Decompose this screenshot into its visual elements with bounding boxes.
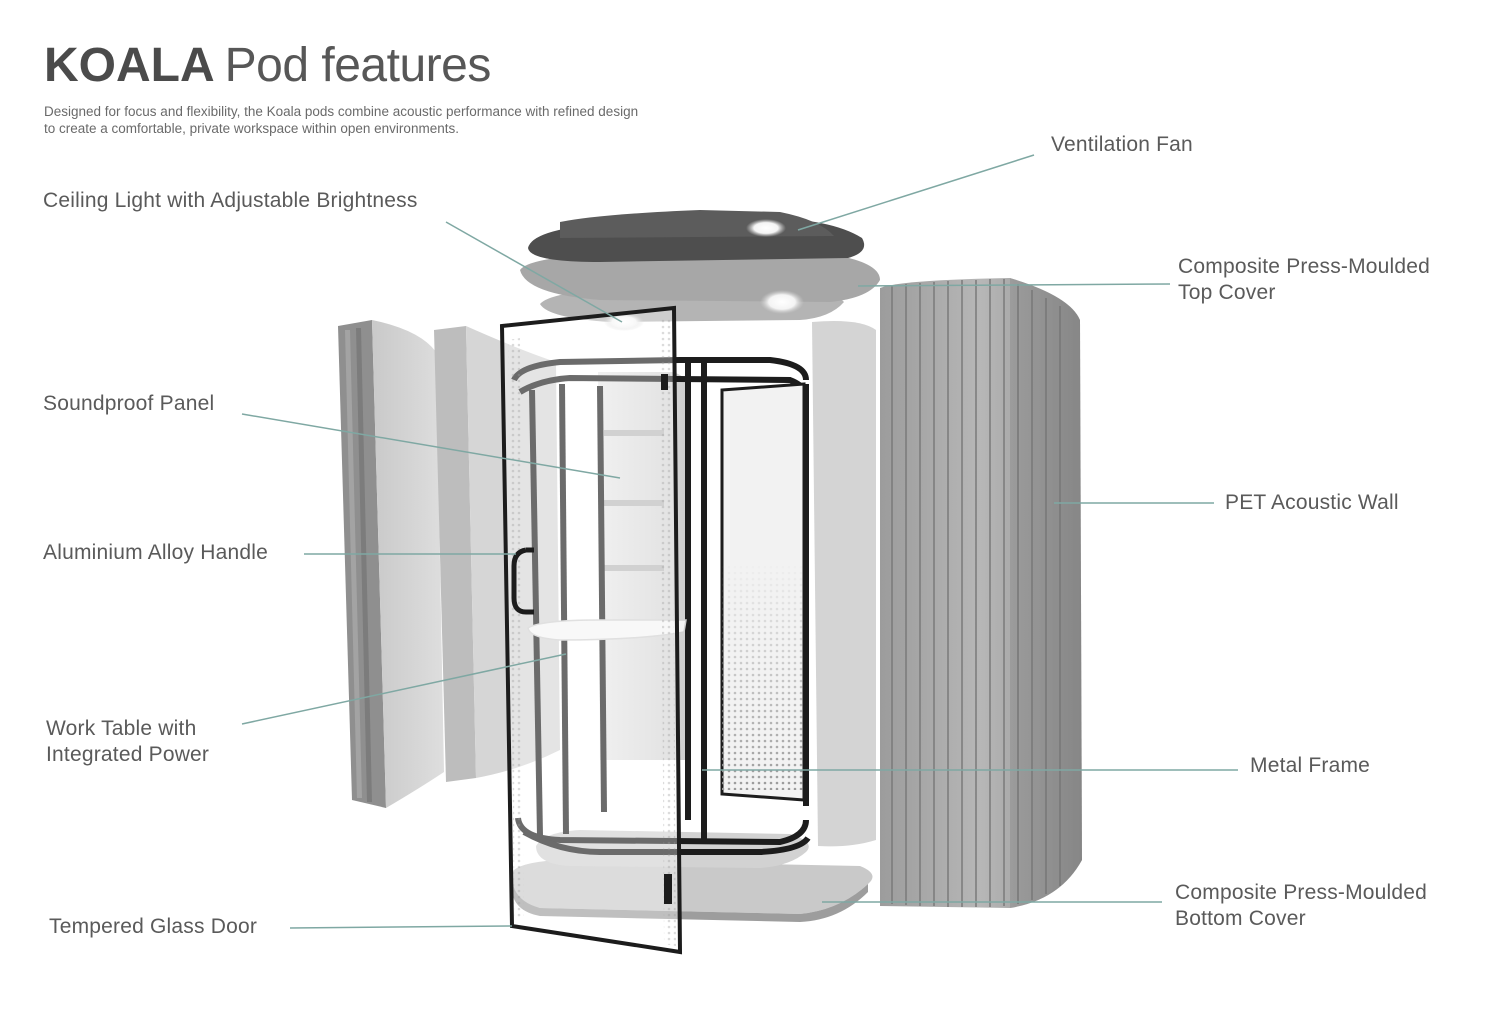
label-work-table-line2: Integrated Power [46, 743, 210, 766]
label-bottom-cover: Composite Press-Moulded Bottom Cover [1175, 880, 1427, 932]
label-work-table-line1: Work Table with [46, 717, 197, 740]
label-metal-frame: Metal Frame [1250, 754, 1371, 777]
label-glass-door: Tempered Glass Door [49, 915, 258, 938]
ceiling-assembly [520, 210, 880, 331]
brand-logo: KOALA [44, 39, 215, 92]
frame-inner-glass [720, 382, 806, 802]
aluminium-alloy-handle [511, 547, 534, 615]
label-soundproof-panel: Soundproof Panel [43, 392, 215, 415]
work-table [527, 619, 687, 641]
label-work-table: Work Table with Integrated Power [46, 716, 209, 768]
leader-ceiling-light [445, 221, 623, 323]
label-top-cover: Composite Press-Moulded Top Cover [1178, 254, 1430, 306]
label-aluminium-handle: Aluminium Alloy Handle [43, 541, 269, 564]
leader-soundproof-panel [241, 413, 621, 479]
title-text: Pod features [224, 39, 492, 92]
right-inner-panel [812, 321, 876, 847]
leader-top-cover [857, 283, 1171, 287]
leader-ventilation-fan [797, 154, 1035, 231]
leader-glass-door [289, 925, 513, 929]
label-pet-acoustic-wall: PET Acoustic Wall [1225, 491, 1399, 514]
tempered-glass-door [499, 305, 683, 955]
label-ventilation-fan: Ventilation Fan [1051, 133, 1193, 156]
leader-lines [241, 154, 1238, 929]
label-top-cover-line2: Top Cover [1178, 281, 1276, 304]
label-ceiling-light: Ceiling Light with Adjustable Brightness [43, 189, 418, 212]
label-bottom-cover-line2: Bottom Cover [1175, 907, 1306, 930]
leader-work-table [241, 653, 567, 725]
left-acoustic-wall [338, 320, 444, 808]
pet-acoustic-wall [880, 278, 1082, 908]
description: Designed for focus and flexibility, the … [44, 104, 639, 136]
label-bottom-cover-line1: Composite Press-Moulded [1175, 881, 1428, 904]
label-top-cover-line1: Composite Press-Moulded [1178, 255, 1431, 278]
